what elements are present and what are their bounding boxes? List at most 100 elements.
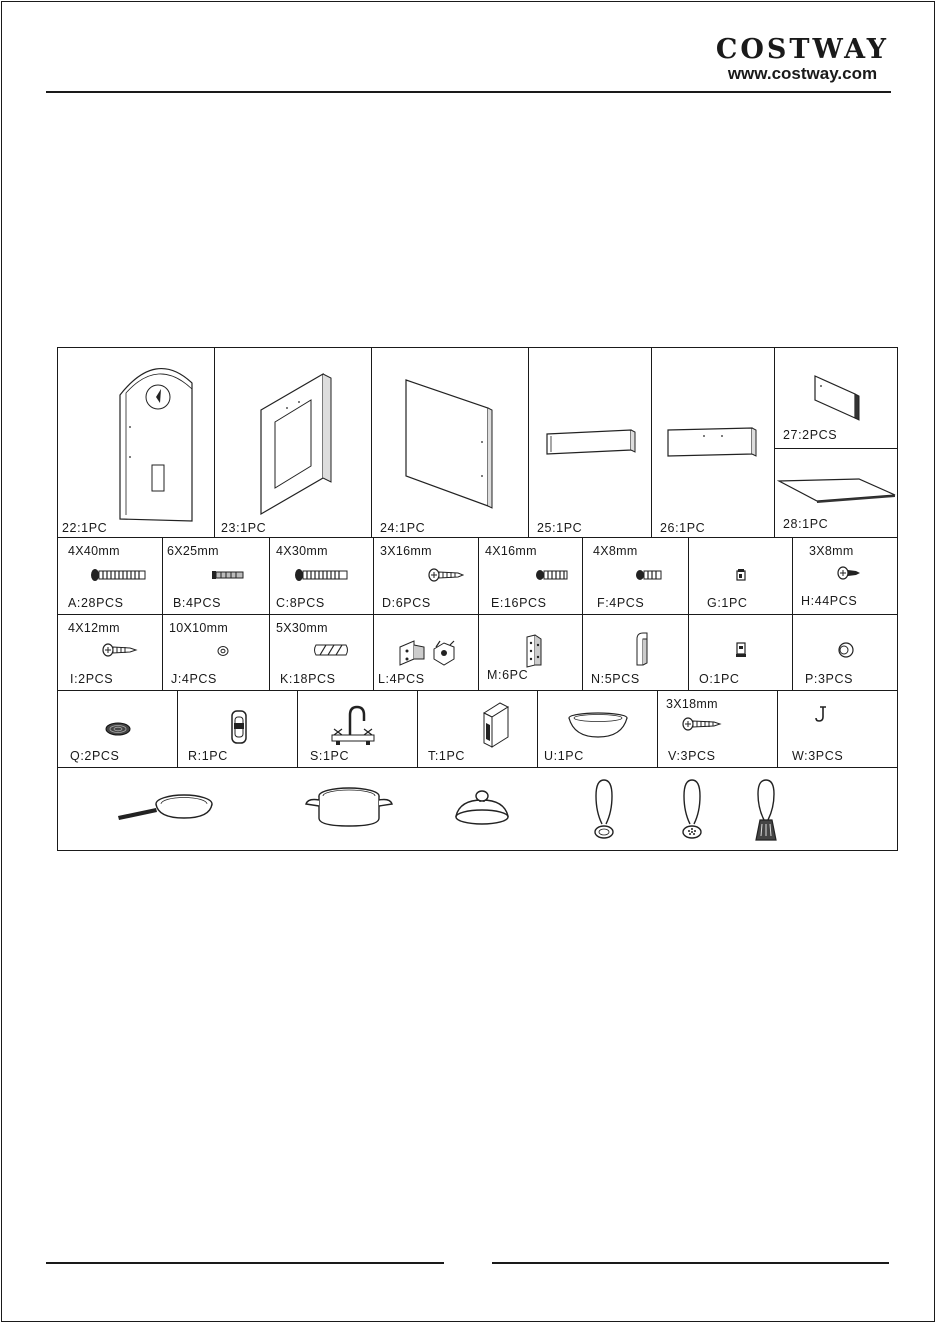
hardware-cell-o: O:1PC [689, 615, 793, 691]
hardware-size: 3X8mm [809, 544, 854, 558]
parts-list: 22:1PC 23:1PC 24:1PC 25:1PC [57, 347, 898, 851]
switch-knob-icon [231, 710, 247, 744]
accessory-label: R:1PC [188, 749, 228, 763]
hardware-cell-d: 3X16mm D:6PCS [374, 538, 479, 615]
hardware-cell-i: 4X12mm I:2PCS [58, 615, 163, 691]
accessory-label: V:3PCS [668, 749, 716, 763]
hardware-size: 4X12mm [68, 621, 120, 635]
accessory-label: W:3PCS [792, 749, 844, 763]
accessory-label: S:1PC [310, 749, 350, 763]
tapping-screw-icon [102, 643, 138, 657]
hardware-label: G:1PC [707, 596, 748, 610]
window-frame-panel-icon [260, 372, 332, 516]
hinge-icon [399, 640, 455, 666]
dowel-icon [314, 644, 348, 656]
accessory-label: T:1PC [428, 749, 466, 763]
hardware-size: 10X10mm [169, 621, 229, 635]
accessory-cell-u: U:1PC [538, 691, 658, 768]
tiny-screw-icon [837, 566, 860, 580]
short-screw-icon [536, 570, 568, 580]
panel-label: 22:1PC [62, 521, 108, 535]
bolt-icon [212, 571, 244, 579]
ladle-icon [594, 779, 614, 839]
shelf-strip-icon [667, 427, 757, 457]
hardware-size: 5X30mm [276, 621, 328, 635]
pot-lid-icon [455, 790, 509, 825]
hardware-label: H:44PCS [801, 594, 858, 608]
panel-label: 25:1PC [537, 521, 583, 535]
brand-header: COSTWAY www.costway.com [716, 36, 889, 84]
accessory-cell-r: R:1PC [178, 691, 298, 768]
panel-label: 23:1PC [221, 521, 267, 535]
small-hook-icon [815, 706, 826, 722]
hardware-cell-h: 3X8mm H:44PCS [793, 538, 897, 615]
panel-cell-24: 24:1PC [372, 348, 529, 538]
stove-burner-icon [105, 722, 131, 736]
hardware-label: A:28PCS [68, 596, 124, 610]
panel-label: 24:1PC [380, 521, 426, 535]
hardware-cell-b: 6X25mm B:4PCS [163, 538, 270, 615]
accessory-cell-t: T:1PC [418, 691, 538, 768]
accessory-cell-w: W:3PCS [778, 691, 897, 768]
footer-rule-right [492, 1262, 889, 1264]
panel-label: 27:2PCS [783, 428, 838, 442]
cooking-pot-icon [305, 787, 393, 827]
hardware-cell-k: 5X30mm K:18PCS [270, 615, 374, 691]
accessory-label: Q:2PCS [70, 749, 120, 763]
hardware-size: 4X8mm [593, 544, 638, 558]
flat-hinge-icon [526, 634, 542, 668]
hardware-label: F:4PCS [597, 596, 645, 610]
tapping-screw-icon [428, 568, 464, 582]
hardware-cell-f: 4X8mm F:4PCS [583, 538, 689, 615]
footer-rule-left [46, 1262, 444, 1264]
accessory-cell-s: S:1PC [298, 691, 418, 768]
brand-logo: COSTWAY [715, 34, 889, 65]
hardware-label: M:6PC [487, 668, 529, 682]
hardware-cell-a: 4X40mm A:28PCS [58, 538, 163, 615]
hardware-label: O:1PC [699, 672, 740, 686]
accessory-label: U:1PC [544, 749, 584, 763]
hardware-cell-n: N:5PCS [583, 615, 689, 691]
header-rule [46, 91, 891, 93]
panel-cell-23: 23:1PC [215, 348, 372, 538]
screw-icon [295, 569, 348, 581]
panel-cell-22: 22:1PC [58, 348, 215, 538]
hardware-cell-c: 4X30mm C:8PCS [270, 538, 374, 615]
hardware-label: C:8PCS [276, 596, 325, 610]
panel-cell-28: 28:1PC [775, 449, 897, 538]
hardware-label: B:4PCS [173, 596, 222, 610]
toy-accessories-row [58, 768, 897, 850]
panel-cell-25: 25:1PC [529, 348, 652, 538]
hardware-label: K:18PCS [280, 672, 336, 686]
hardware-size: 6X25mm [167, 544, 219, 558]
side-board-icon [405, 379, 493, 509]
panel-cell-26: 26:1PC [652, 348, 775, 538]
knob-icon [838, 642, 854, 658]
panel-label: 26:1PC [660, 521, 706, 535]
small-board-icon [814, 375, 860, 421]
faucet-icon [331, 705, 375, 745]
hardware-label: N:5PCS [591, 672, 640, 686]
hardware-label: D:6PCS [382, 596, 431, 610]
clip-icon [736, 569, 746, 581]
box-icon [482, 702, 510, 748]
hardware-label: J:4PCS [171, 672, 217, 686]
hook-bracket-icon [636, 632, 648, 666]
hardware-size: 4X16mm [485, 544, 537, 558]
hardware-cell-l: L:4PCS [374, 615, 479, 691]
hardware-cell-p: P:3PCS [793, 615, 897, 691]
thin-sheet-icon [777, 478, 896, 503]
accessory-cell-v: 3X18mm V:3PCS [658, 691, 778, 768]
hardware-size: 4X30mm [276, 544, 328, 558]
frying-pan-icon [118, 794, 213, 820]
hardware-label: P:3PCS [805, 672, 854, 686]
arched-back-panel-icon [119, 368, 193, 522]
hardware-size: 3X16mm [380, 544, 432, 558]
hardware-cell-m: M:6PC [479, 615, 583, 691]
hardware-label: I:2PCS [70, 672, 114, 686]
long-rail-icon [546, 429, 636, 455]
sink-bowl-icon [568, 712, 628, 738]
washer-icon [217, 646, 229, 656]
short-screw-icon [636, 570, 662, 580]
